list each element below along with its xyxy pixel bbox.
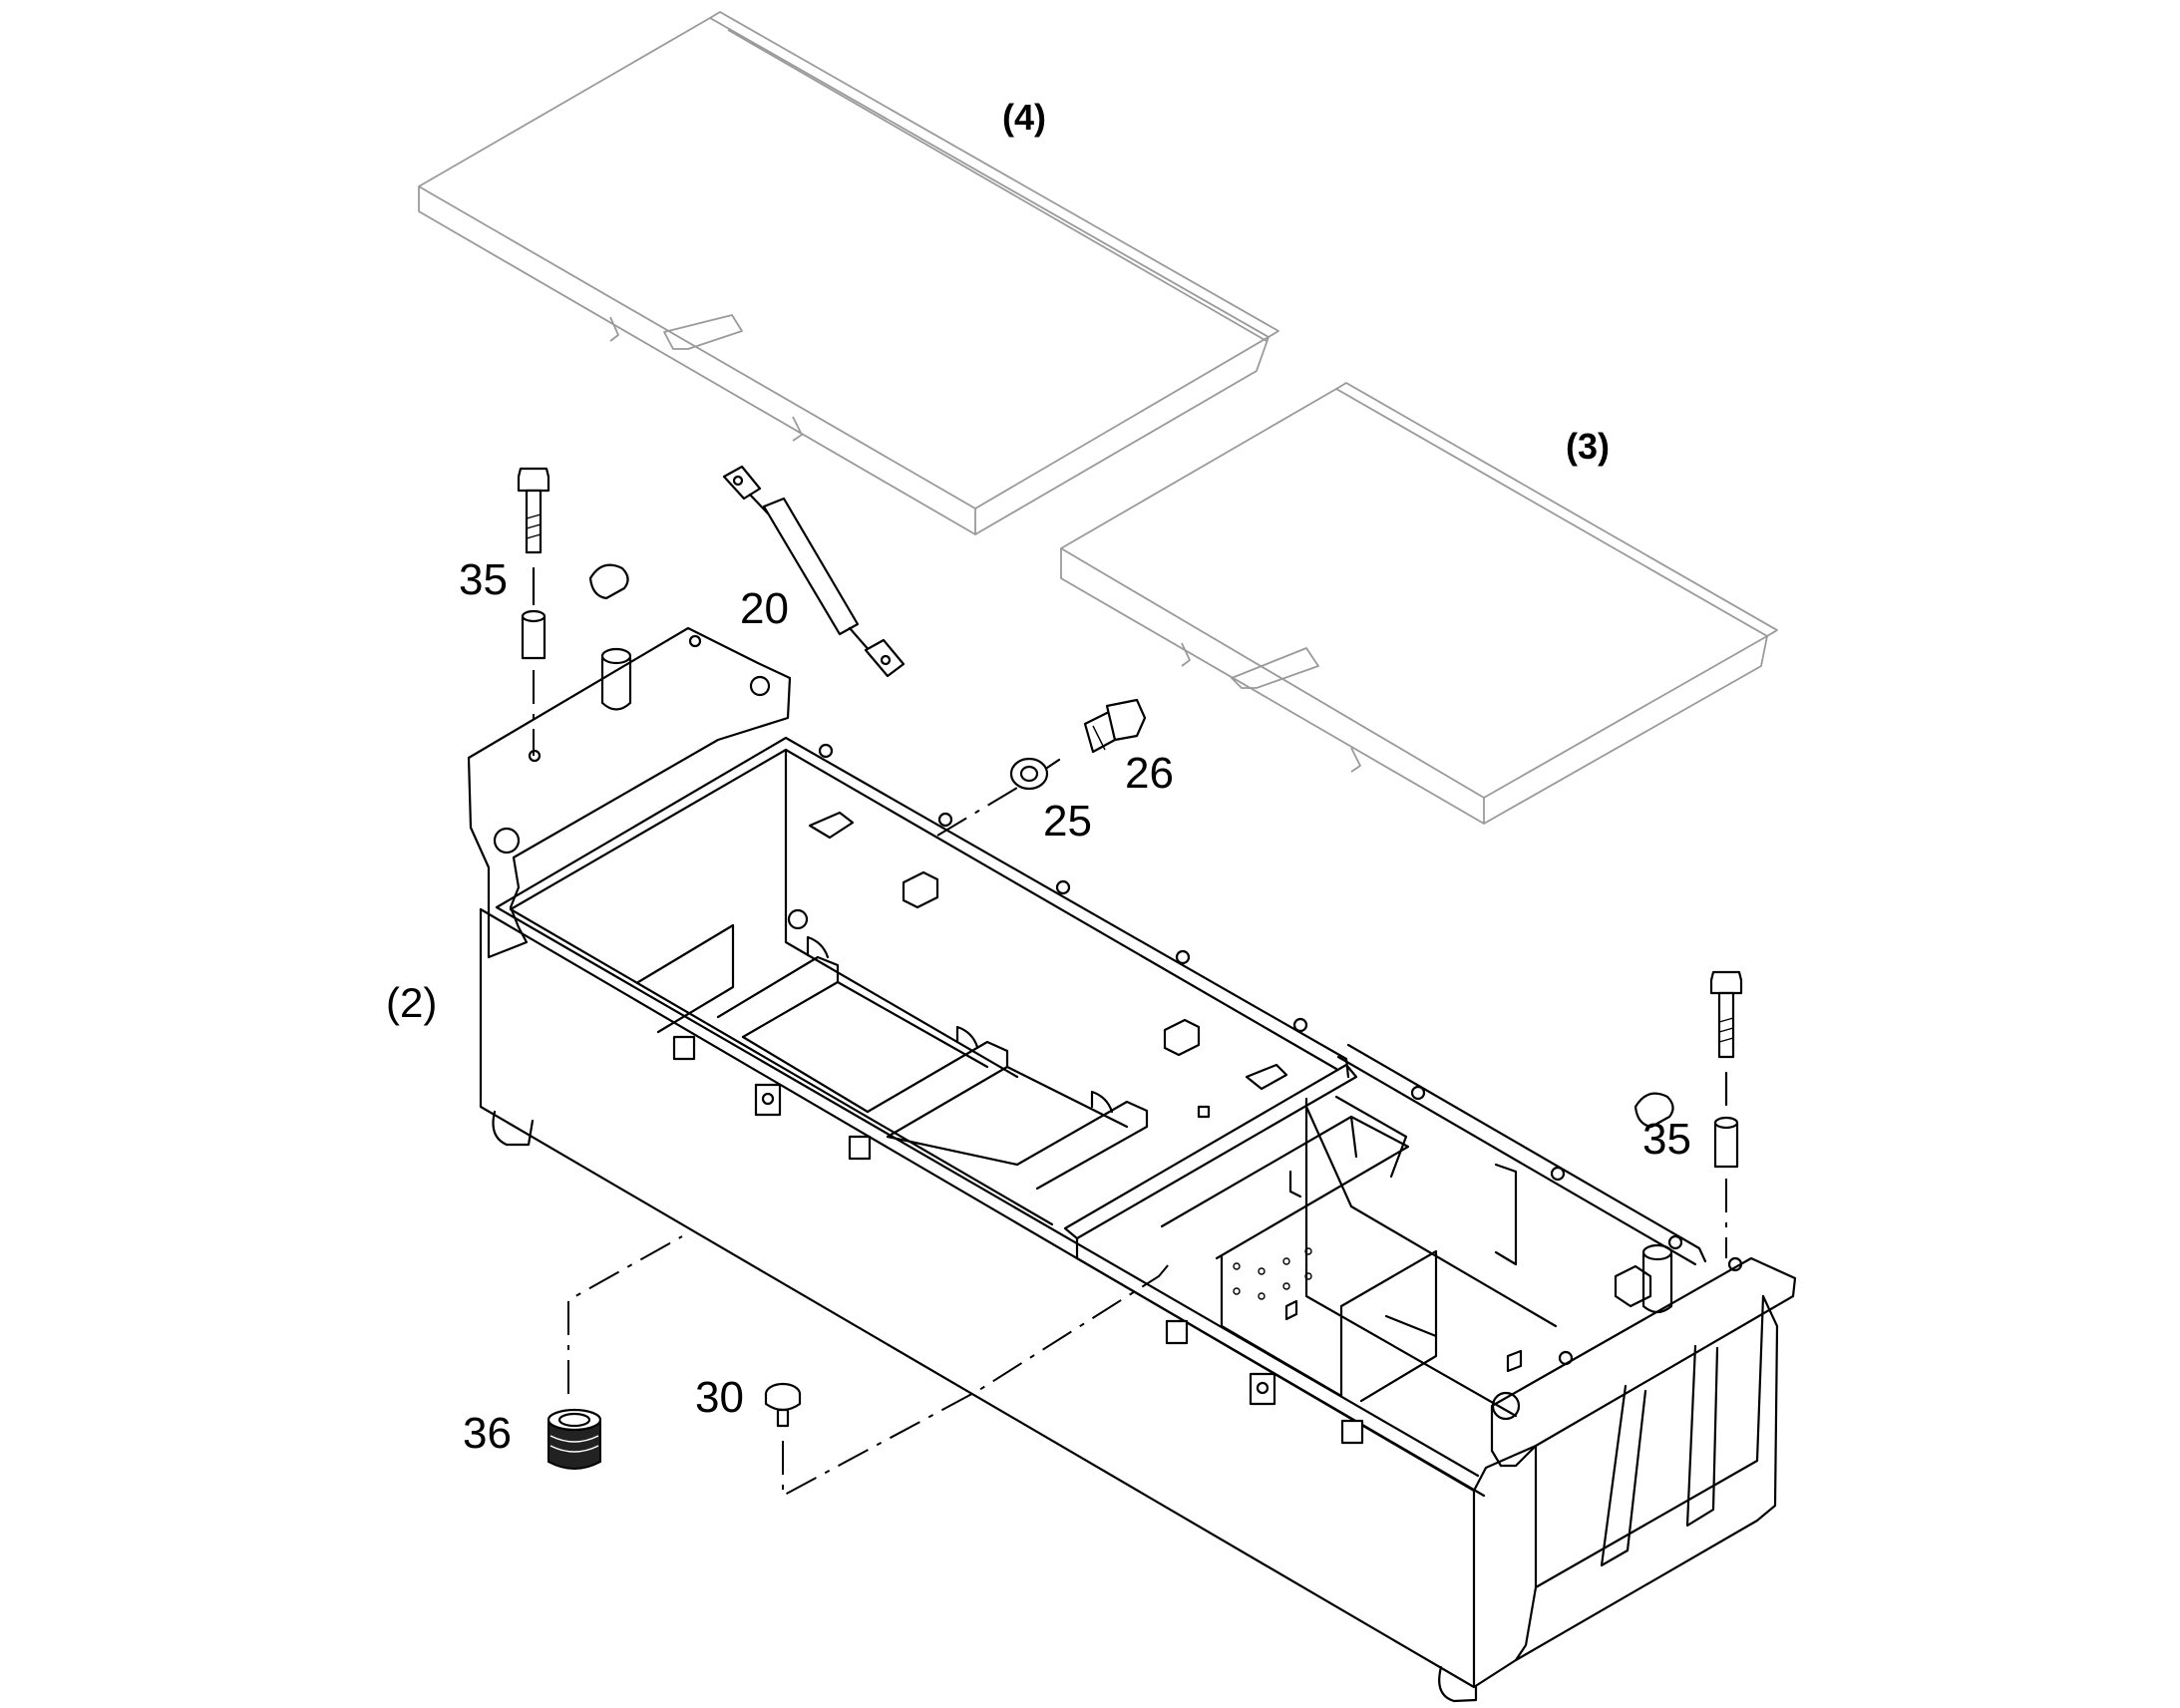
label-bolt-right: 35	[1642, 1115, 1691, 1164]
label-knob: 30	[695, 1373, 744, 1422]
washer-and-plug	[936, 698, 1147, 837]
lid-3	[1060, 382, 1778, 825]
drain-plug	[546, 1235, 683, 1470]
label-drain: 36	[463, 1409, 512, 1458]
bolt-spacer-right	[1634, 970, 1743, 1258]
label-bolt-left: 35	[459, 555, 508, 604]
label-lid-3: (3)	[1566, 426, 1610, 467]
label-lid-4: (4)	[1002, 97, 1046, 138]
gas-strut	[722, 465, 906, 678]
lid-4	[418, 11, 1279, 535]
label-plug: 26	[1125, 749, 1174, 798]
label-washer: 25	[1043, 797, 1092, 846]
bolt-spacer-left	[517, 467, 629, 756]
label-strut: 20	[740, 584, 789, 633]
label-box-2: (2)	[386, 979, 437, 1026]
knob	[764, 1263, 1170, 1498]
box-2	[467, 626, 1797, 1703]
